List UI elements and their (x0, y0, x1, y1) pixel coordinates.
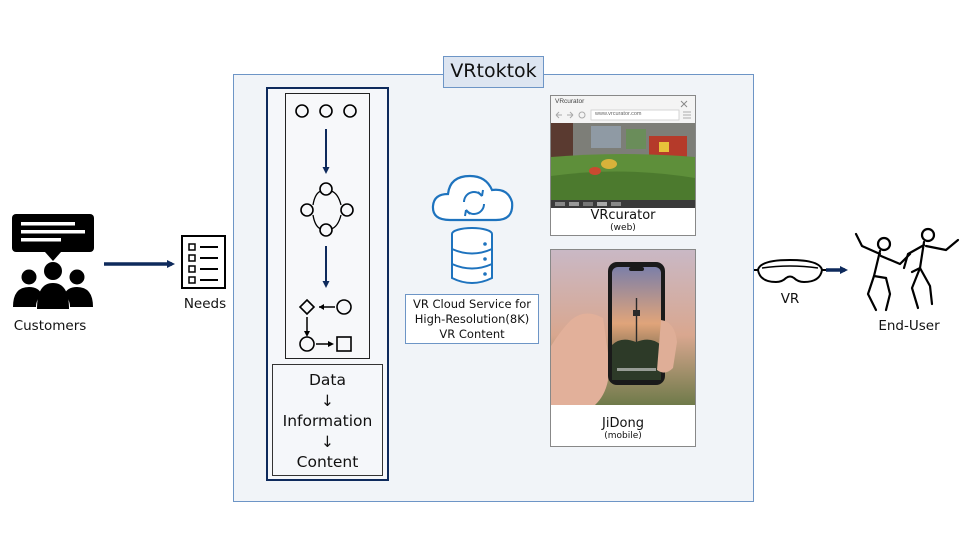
end-user-label: End-User (878, 318, 940, 334)
vr-headset-icon (754, 258, 826, 284)
customers-icon (12, 214, 94, 309)
browser-window-image (551, 96, 695, 208)
vrcurator-web-card: VRcurator www.vrcurator.com VRcurator (w… (550, 95, 696, 236)
vrcurator-name: VRcurator (590, 208, 656, 223)
vr-label: VR (780, 291, 800, 307)
cloud-sync-icon (431, 174, 514, 222)
database-icon (451, 227, 493, 284)
step-data: Data (308, 371, 346, 389)
step-information: Information (282, 412, 373, 430)
jidong-mobile-card: JiDong (mobile) (550, 249, 696, 447)
needs-label: Needs (183, 296, 227, 312)
cloud-service-box: VR Cloud Service for High-Resolution(8K)… (405, 294, 539, 344)
needs-icon (181, 235, 226, 289)
process-flow-icon (295, 104, 357, 352)
jidong-sub: (mobile) (604, 431, 642, 441)
jidong-name: JiDong (602, 416, 644, 431)
step-arrow-2: ↓ (321, 432, 334, 451)
cloud-line-2: High-Resolution(8K) (414, 312, 530, 326)
customers-label: Customers (13, 318, 87, 334)
vrcurator-sub: (web) (610, 223, 636, 233)
mobile-phone-image (551, 250, 695, 405)
process-flow-box (285, 93, 370, 359)
data-information-content-box: Data ↓ Information ↓ Content (272, 364, 383, 476)
end-user-icon (854, 227, 960, 312)
cloud-line-1: VR Cloud Service for (413, 297, 531, 311)
step-content: Content (296, 453, 359, 471)
browser-title: VRcurator (555, 98, 585, 105)
cloud-line-3: VR Content (439, 327, 505, 341)
vrtoktok-title: VRtoktok (443, 56, 544, 88)
browser-url: www.vrcurator.com (595, 111, 642, 117)
step-arrow-1: ↓ (321, 391, 334, 410)
